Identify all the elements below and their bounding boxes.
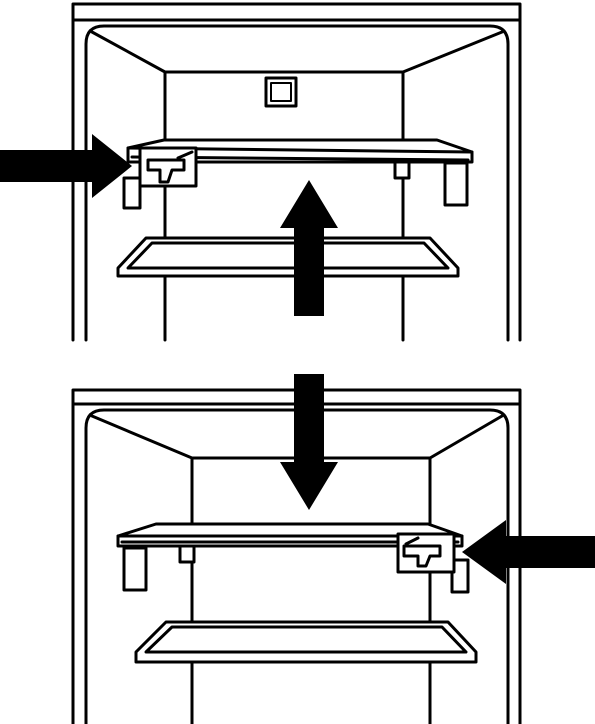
shelf-clip-icon — [138, 146, 198, 188]
shelf-clip-icon — [396, 532, 456, 574]
bottom-corner-line-right — [428, 414, 504, 460]
top-inner-liner — [84, 24, 510, 342]
top-corner-line-right — [401, 30, 504, 74]
light-switch-icon — [264, 76, 298, 108]
arrow-right-pointing-at-clip — [0, 134, 132, 198]
arrow-down — [280, 374, 338, 510]
top-panel-fridge-interior — [0, 2, 522, 342]
bottom-panel-fridge-interior — [71, 374, 595, 724]
top-back-wall — [163, 70, 405, 342]
bottom-lower-shelf — [134, 620, 478, 664]
top-corner-line-left — [90, 30, 167, 74]
top-upper-shelf — [122, 138, 474, 210]
arrow-up — [280, 180, 338, 316]
arrow-left-pointing-at-clip — [462, 520, 595, 584]
top-lower-shelf — [116, 236, 460, 278]
bottom-corner-line-left — [90, 414, 194, 460]
bottom-upper-shelf — [116, 522, 470, 594]
